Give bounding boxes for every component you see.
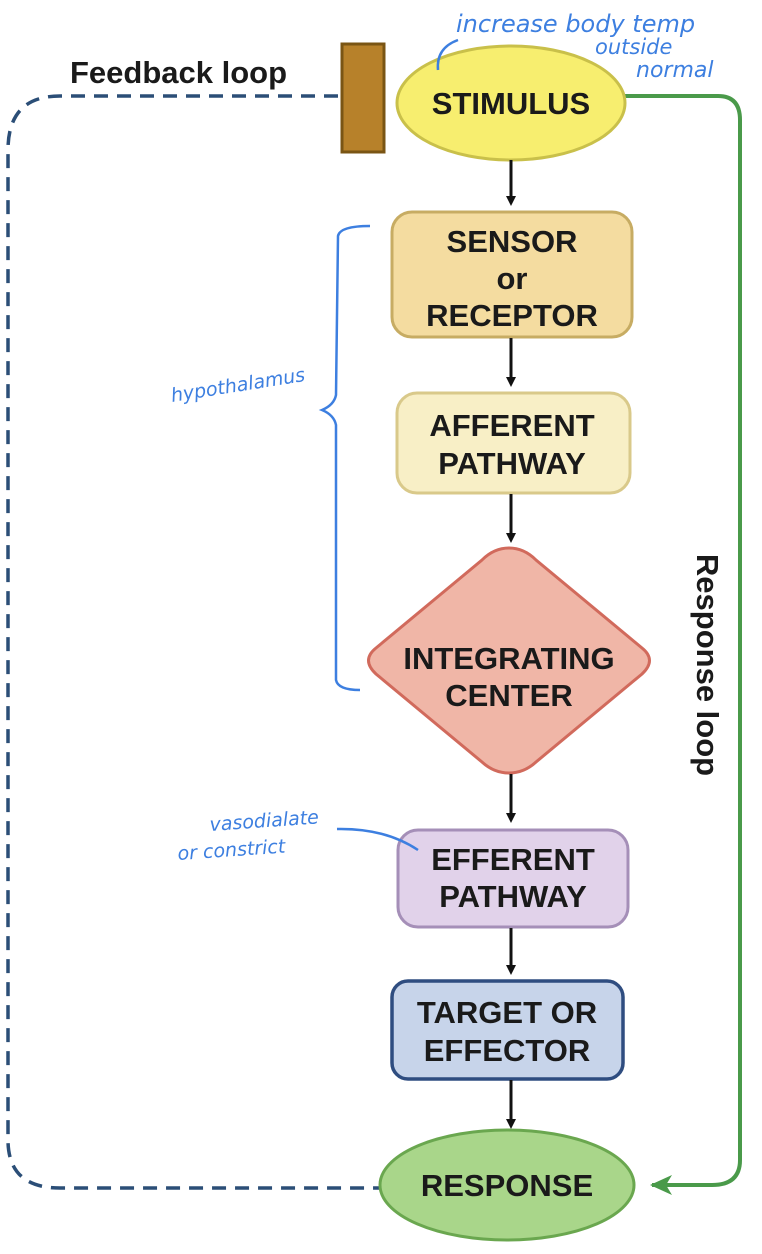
- target-line-2: EFFECTOR: [424, 1033, 591, 1068]
- stimulus-note-line-2: outside: [595, 35, 672, 59]
- afferent-line-2: PATHWAY: [438, 446, 586, 481]
- stimulus-annotation-stroke: [436, 38, 459, 71]
- target-node: [390, 979, 625, 1081]
- feedback-block: [340, 42, 386, 154]
- integrating-line-2: CENTER: [445, 678, 572, 713]
- hypothalamus-note: hypothalamus: [169, 364, 306, 407]
- response-loop-line: [622, 94, 742, 1195]
- response-loop-label: Response loop: [690, 554, 725, 776]
- efferent-node: [396, 828, 630, 929]
- afferent-node: [395, 391, 632, 495]
- integrating-line-1: INTEGRATING: [403, 641, 614, 676]
- efferent-note-line-1: vasodialate: [209, 806, 320, 836]
- sensor-line-2: or: [497, 261, 528, 296]
- stimulus-note-line-3: normal: [636, 58, 713, 83]
- feedback-loop-line: [6, 94, 380, 1190]
- efferent-note-line-2: or constrict: [177, 835, 288, 865]
- sensor-line-1: SENSOR: [447, 224, 578, 259]
- response-node: [378, 1128, 636, 1242]
- hypothalamus-bracket: [318, 224, 371, 692]
- efferent-annotation-stroke: [336, 827, 419, 852]
- efferent-line-1: EFFERENT: [431, 842, 595, 877]
- target-line-1: TARGET OR: [417, 995, 597, 1030]
- integrating-node: [367, 546, 651, 775]
- efferent-line-2: PATHWAY: [439, 879, 587, 914]
- stimulus-note-line-1: increase body temp: [456, 10, 695, 38]
- feedback-loop-label: Feedback loop: [70, 55, 287, 90]
- sensor-line-3: RECEPTOR: [426, 298, 598, 333]
- stimulus-label: STIMULUS: [432, 86, 590, 121]
- response-label: RESPONSE: [421, 1168, 593, 1203]
- sensor-node: [390, 210, 634, 339]
- afferent-line-1: AFFERENT: [429, 408, 594, 443]
